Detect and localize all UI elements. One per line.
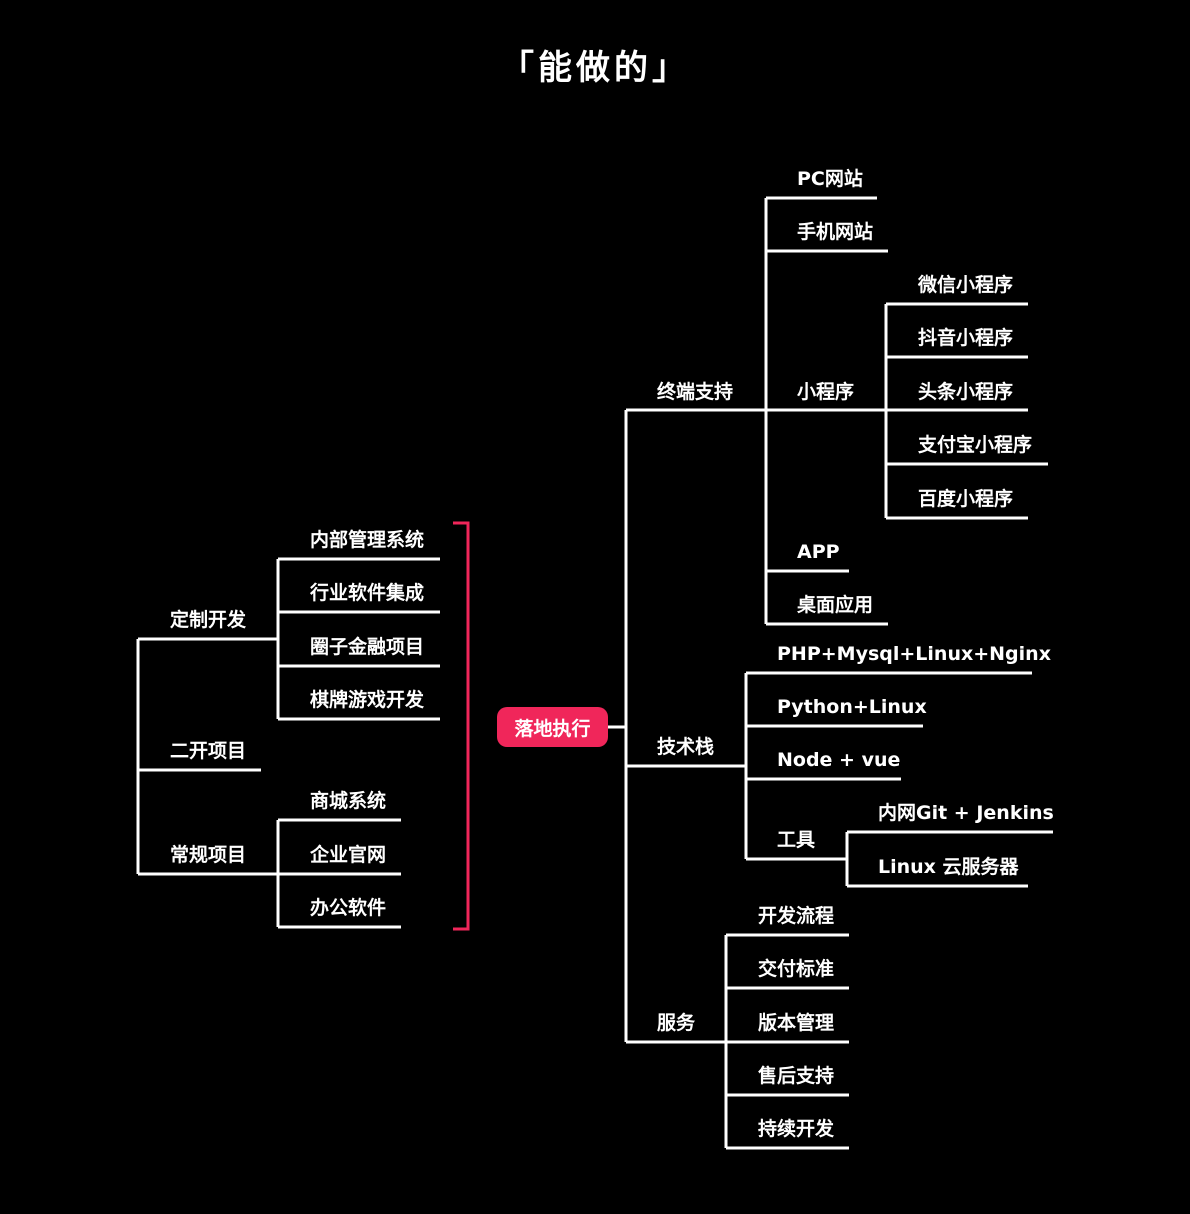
node-git-jenkins: 内网Git + Jenkins [878,802,1054,824]
node-industry-software: 行业软件集成 [310,582,425,604]
node-app: APP [797,541,840,563]
node-regular-projects: 常规项目 [170,844,247,866]
node-delivery-standard: 交付标准 [758,958,835,980]
center-node: 落地执行 [497,707,608,747]
node-desktop-app: 桌面应用 [797,594,874,616]
accent-bracket [453,521,470,931]
node-secondary-dev: 二开项目 [170,740,247,762]
node-game-dev: 棋牌游戏开发 [310,689,425,711]
node-toutiao-mini: 头条小程序 [918,381,1014,403]
node-continuous-dev: 持续开发 [758,1118,835,1140]
node-terminal-support: 终端支持 [657,381,734,403]
node-wechat-mini: 微信小程序 [918,274,1014,296]
page-title: 「能做的」 [500,48,690,88]
tree-lines [136,196,1053,1150]
node-dev-process: 开发流程 [758,905,835,927]
node-node-vue: Node + vue [777,749,901,771]
node-tech-stack: 技术栈 [657,736,715,758]
node-mobile-site: 手机网站 [797,221,874,243]
node-mall-system: 商城系统 [310,790,387,812]
node-after-sales: 售后支持 [758,1065,835,1087]
node-service: 服务 [657,1012,696,1034]
node-linux-server: Linux 云服务器 [878,856,1019,878]
node-php-stack: PHP+Mysql+Linux+Nginx [777,643,1051,665]
node-office-software: 办公软件 [310,897,387,919]
node-tools: 工具 [777,829,816,851]
node-baidu-mini: 百度小程序 [918,488,1014,510]
node-finance-project: 圈子金融项目 [310,636,425,658]
node-corporate-site: 企业官网 [310,844,387,866]
node-internal-mgmt: 内部管理系统 [310,529,425,551]
node-pc-site: PC网站 [797,168,863,190]
node-python-stack: Python+Linux [777,696,927,718]
node-mini-program: 小程序 [797,381,855,403]
node-alipay-mini: 支付宝小程序 [918,434,1033,456]
node-version-mgmt: 版本管理 [758,1012,835,1034]
node-douyin-mini: 抖音小程序 [918,327,1014,349]
node-custom-dev: 定制开发 [170,609,247,631]
